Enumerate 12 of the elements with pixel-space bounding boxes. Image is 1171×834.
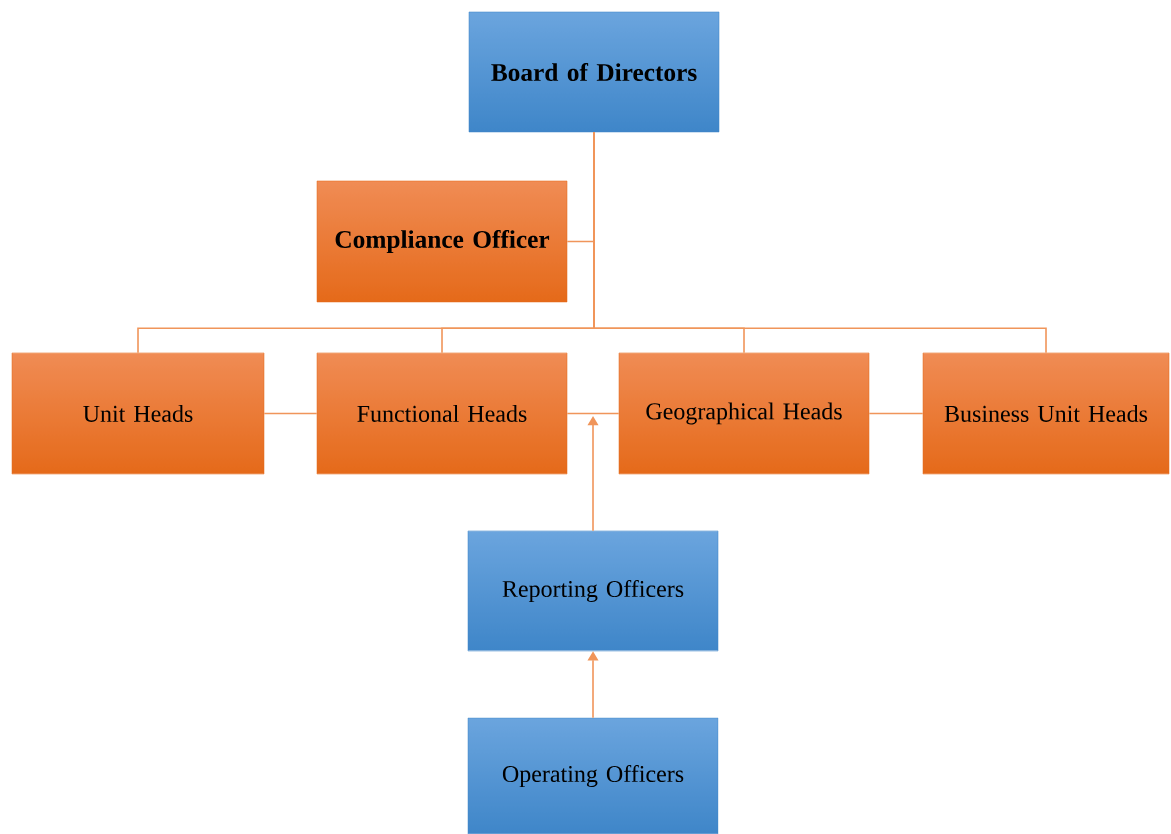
- process-box: Functional Heads: [316, 352, 568, 475]
- connector: [263, 412, 318, 415]
- connector: [868, 412, 924, 415]
- process-box: Reporting Officers: [467, 530, 719, 652]
- process-box: Board of Directors: [468, 11, 720, 133]
- process-box: Geographical Heads: [618, 352, 870, 475]
- connector: [566, 412, 620, 415]
- process-box: Unit Heads: [11, 352, 265, 475]
- connector: [593, 131, 1047, 354]
- process-box: Business Unit Heads: [922, 352, 1170, 475]
- process-box: Operating Officers: [467, 717, 719, 834]
- process-box: Compliance Officer: [316, 180, 568, 303]
